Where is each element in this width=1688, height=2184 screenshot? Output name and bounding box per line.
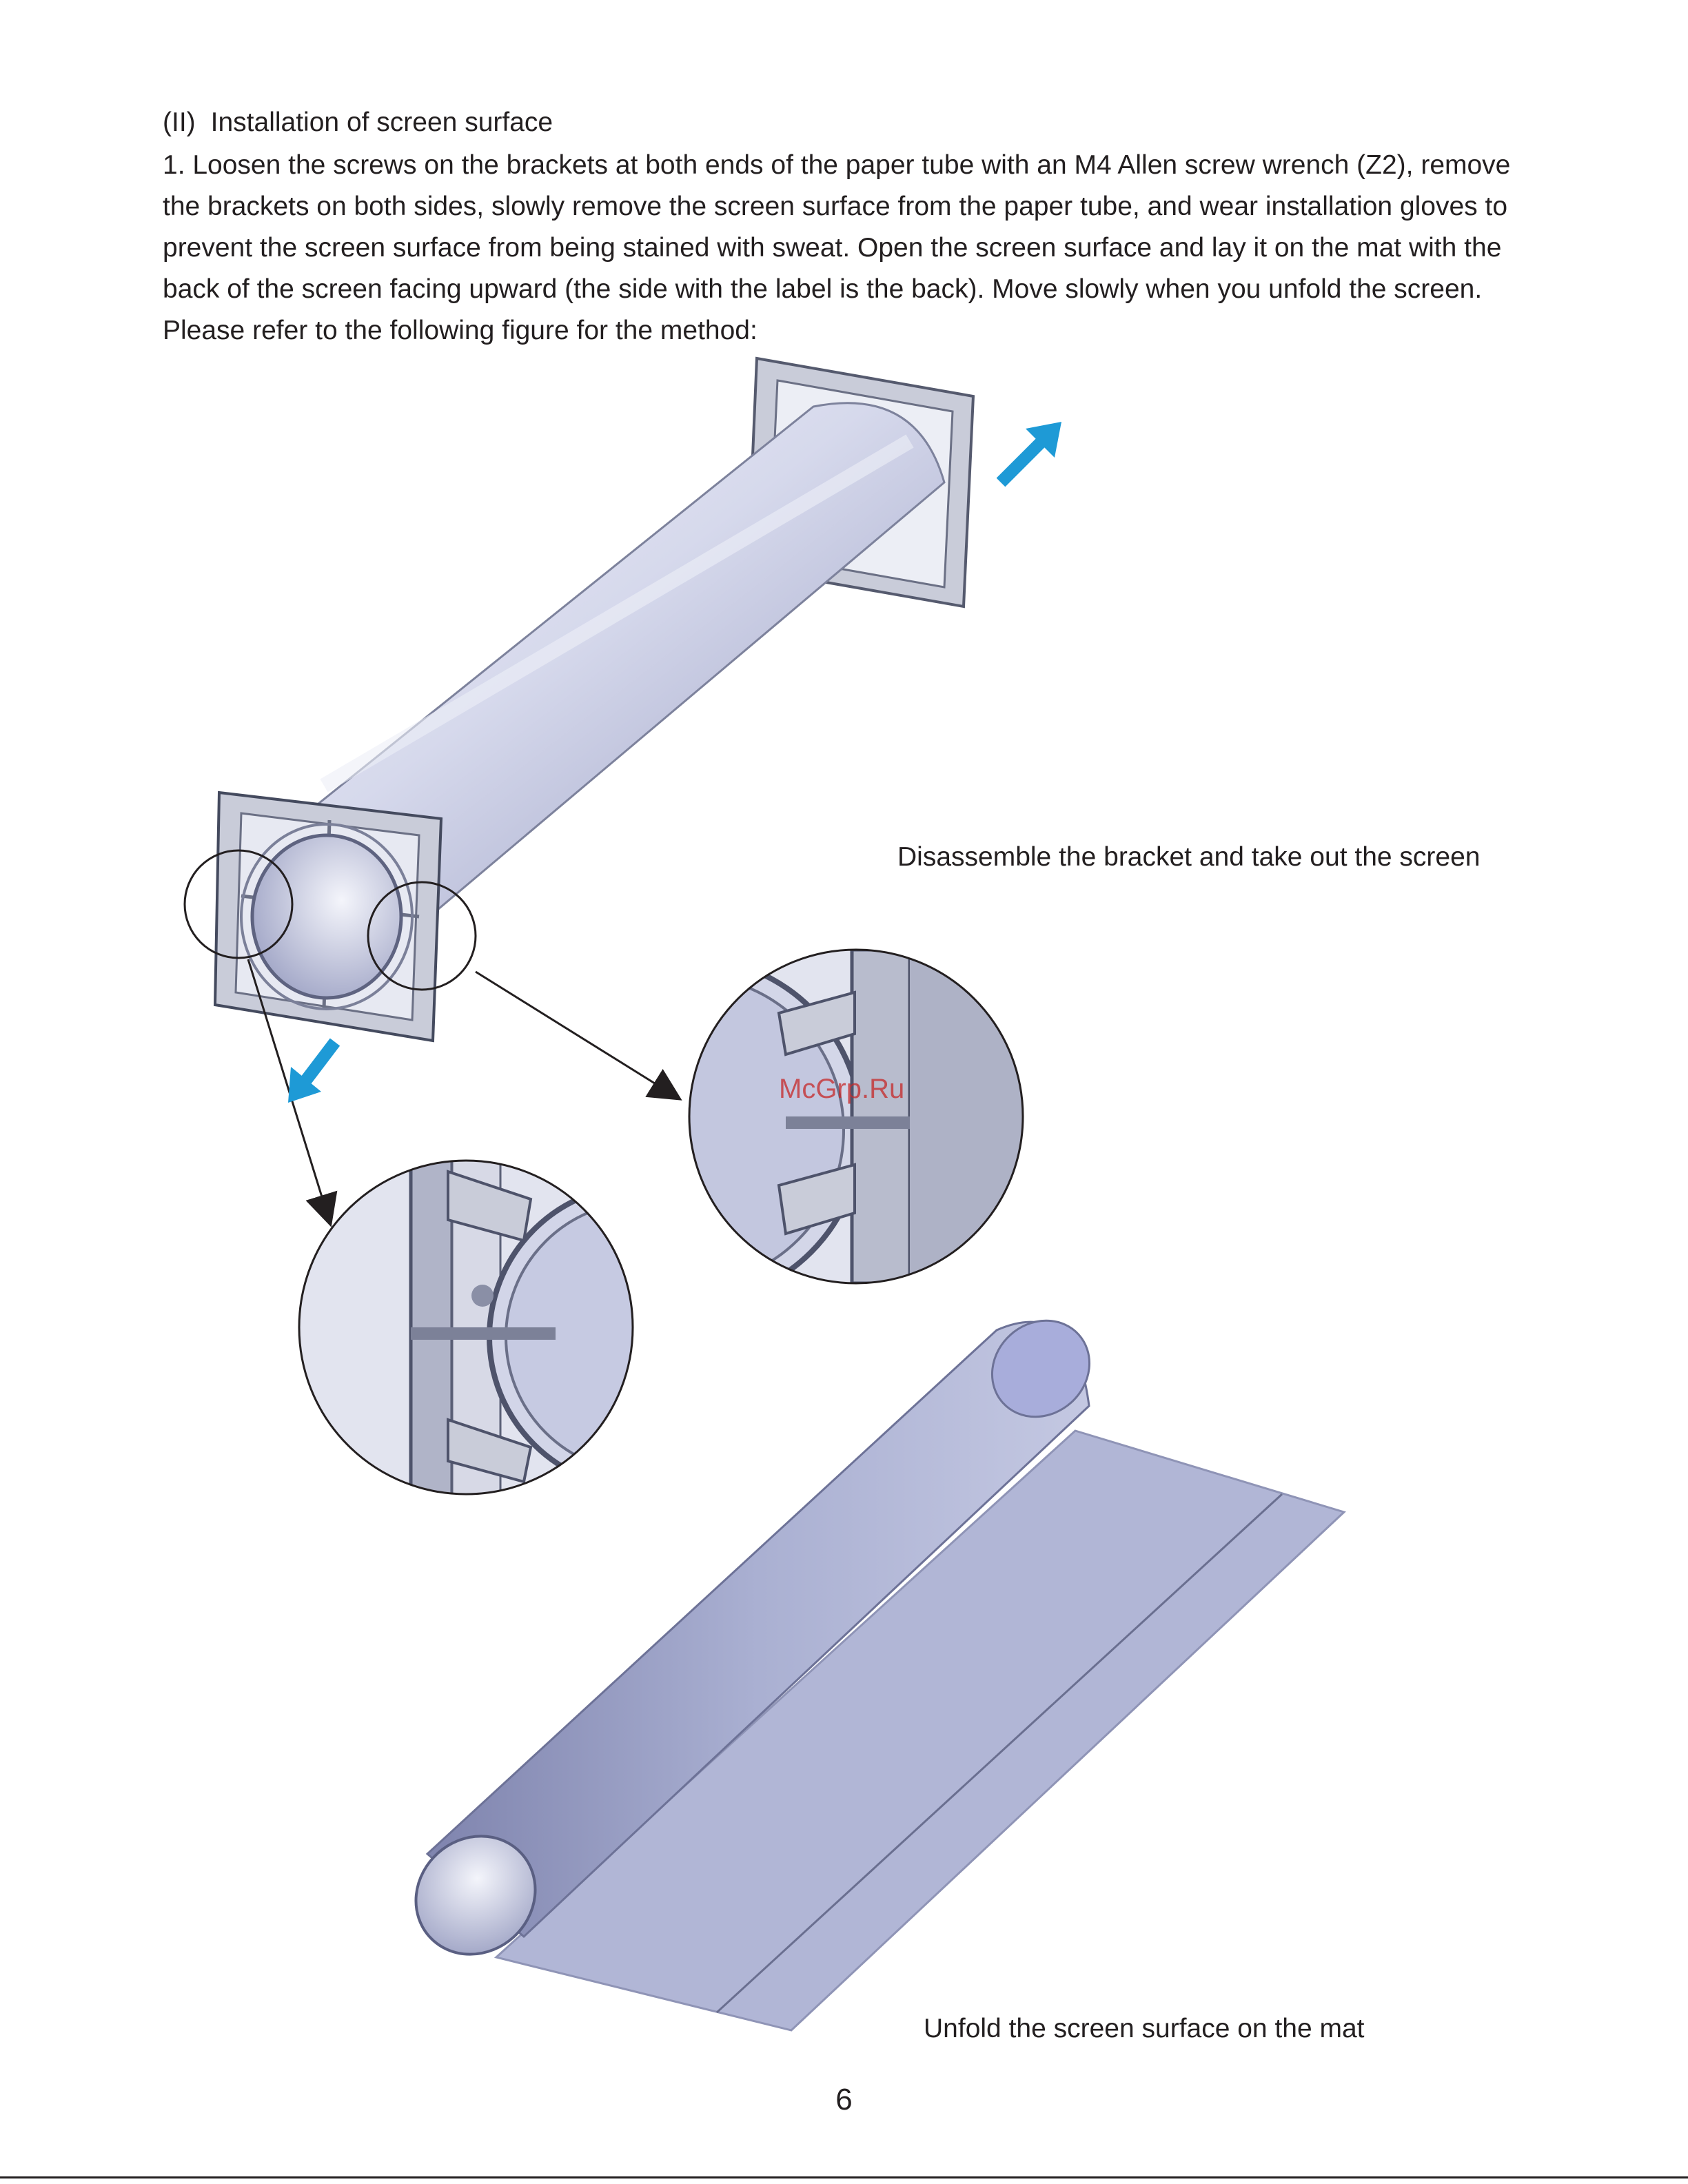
- detail-zoom-left: [298, 1159, 634, 1496]
- section-number: (II): [163, 108, 196, 137]
- paragraph-line: prevent the screen surface from being st…: [163, 233, 1502, 263]
- remove-arrow-top: [996, 422, 1061, 487]
- detail-marker-right: [367, 881, 477, 991]
- paper-tube-figure: [183, 356, 1061, 1227]
- section-title: Installation of screen surface: [210, 108, 553, 137]
- near-bracket: [213, 790, 443, 1043]
- instruction-paragraph: 1. Loosen the screws on the brackets at …: [163, 145, 1556, 351]
- paragraph-line: 1. Loosen the screws on the brackets at …: [163, 150, 1511, 180]
- paragraph-line: back of the screen facing upward (the si…: [163, 274, 1483, 304]
- tube-opening: [250, 833, 403, 1000]
- paragraph-line: the brackets on both sides, slowly remov…: [163, 192, 1508, 221]
- screen-sheet: [494, 1429, 1346, 2032]
- detail-marker-left: [183, 849, 294, 959]
- paragraph-line: Please refer to the following figure for…: [163, 316, 757, 345]
- section-heading: (II) Installation of screen surface: [163, 108, 553, 138]
- watermark: McGrp.Ru: [779, 1074, 905, 1104]
- page-number: 6: [835, 2083, 853, 2116]
- bottom-rule: [0, 2176, 1688, 2178]
- caption-unfold: Unfold the screen surface on the mat: [924, 2014, 1365, 2043]
- roll-end: [414, 1835, 537, 1956]
- caption-disassemble: Disassemble the bracket and take out the…: [897, 842, 1481, 872]
- unfolded-screen-figure: [414, 1319, 1346, 2032]
- remove-arrow-bottom: [288, 1038, 340, 1103]
